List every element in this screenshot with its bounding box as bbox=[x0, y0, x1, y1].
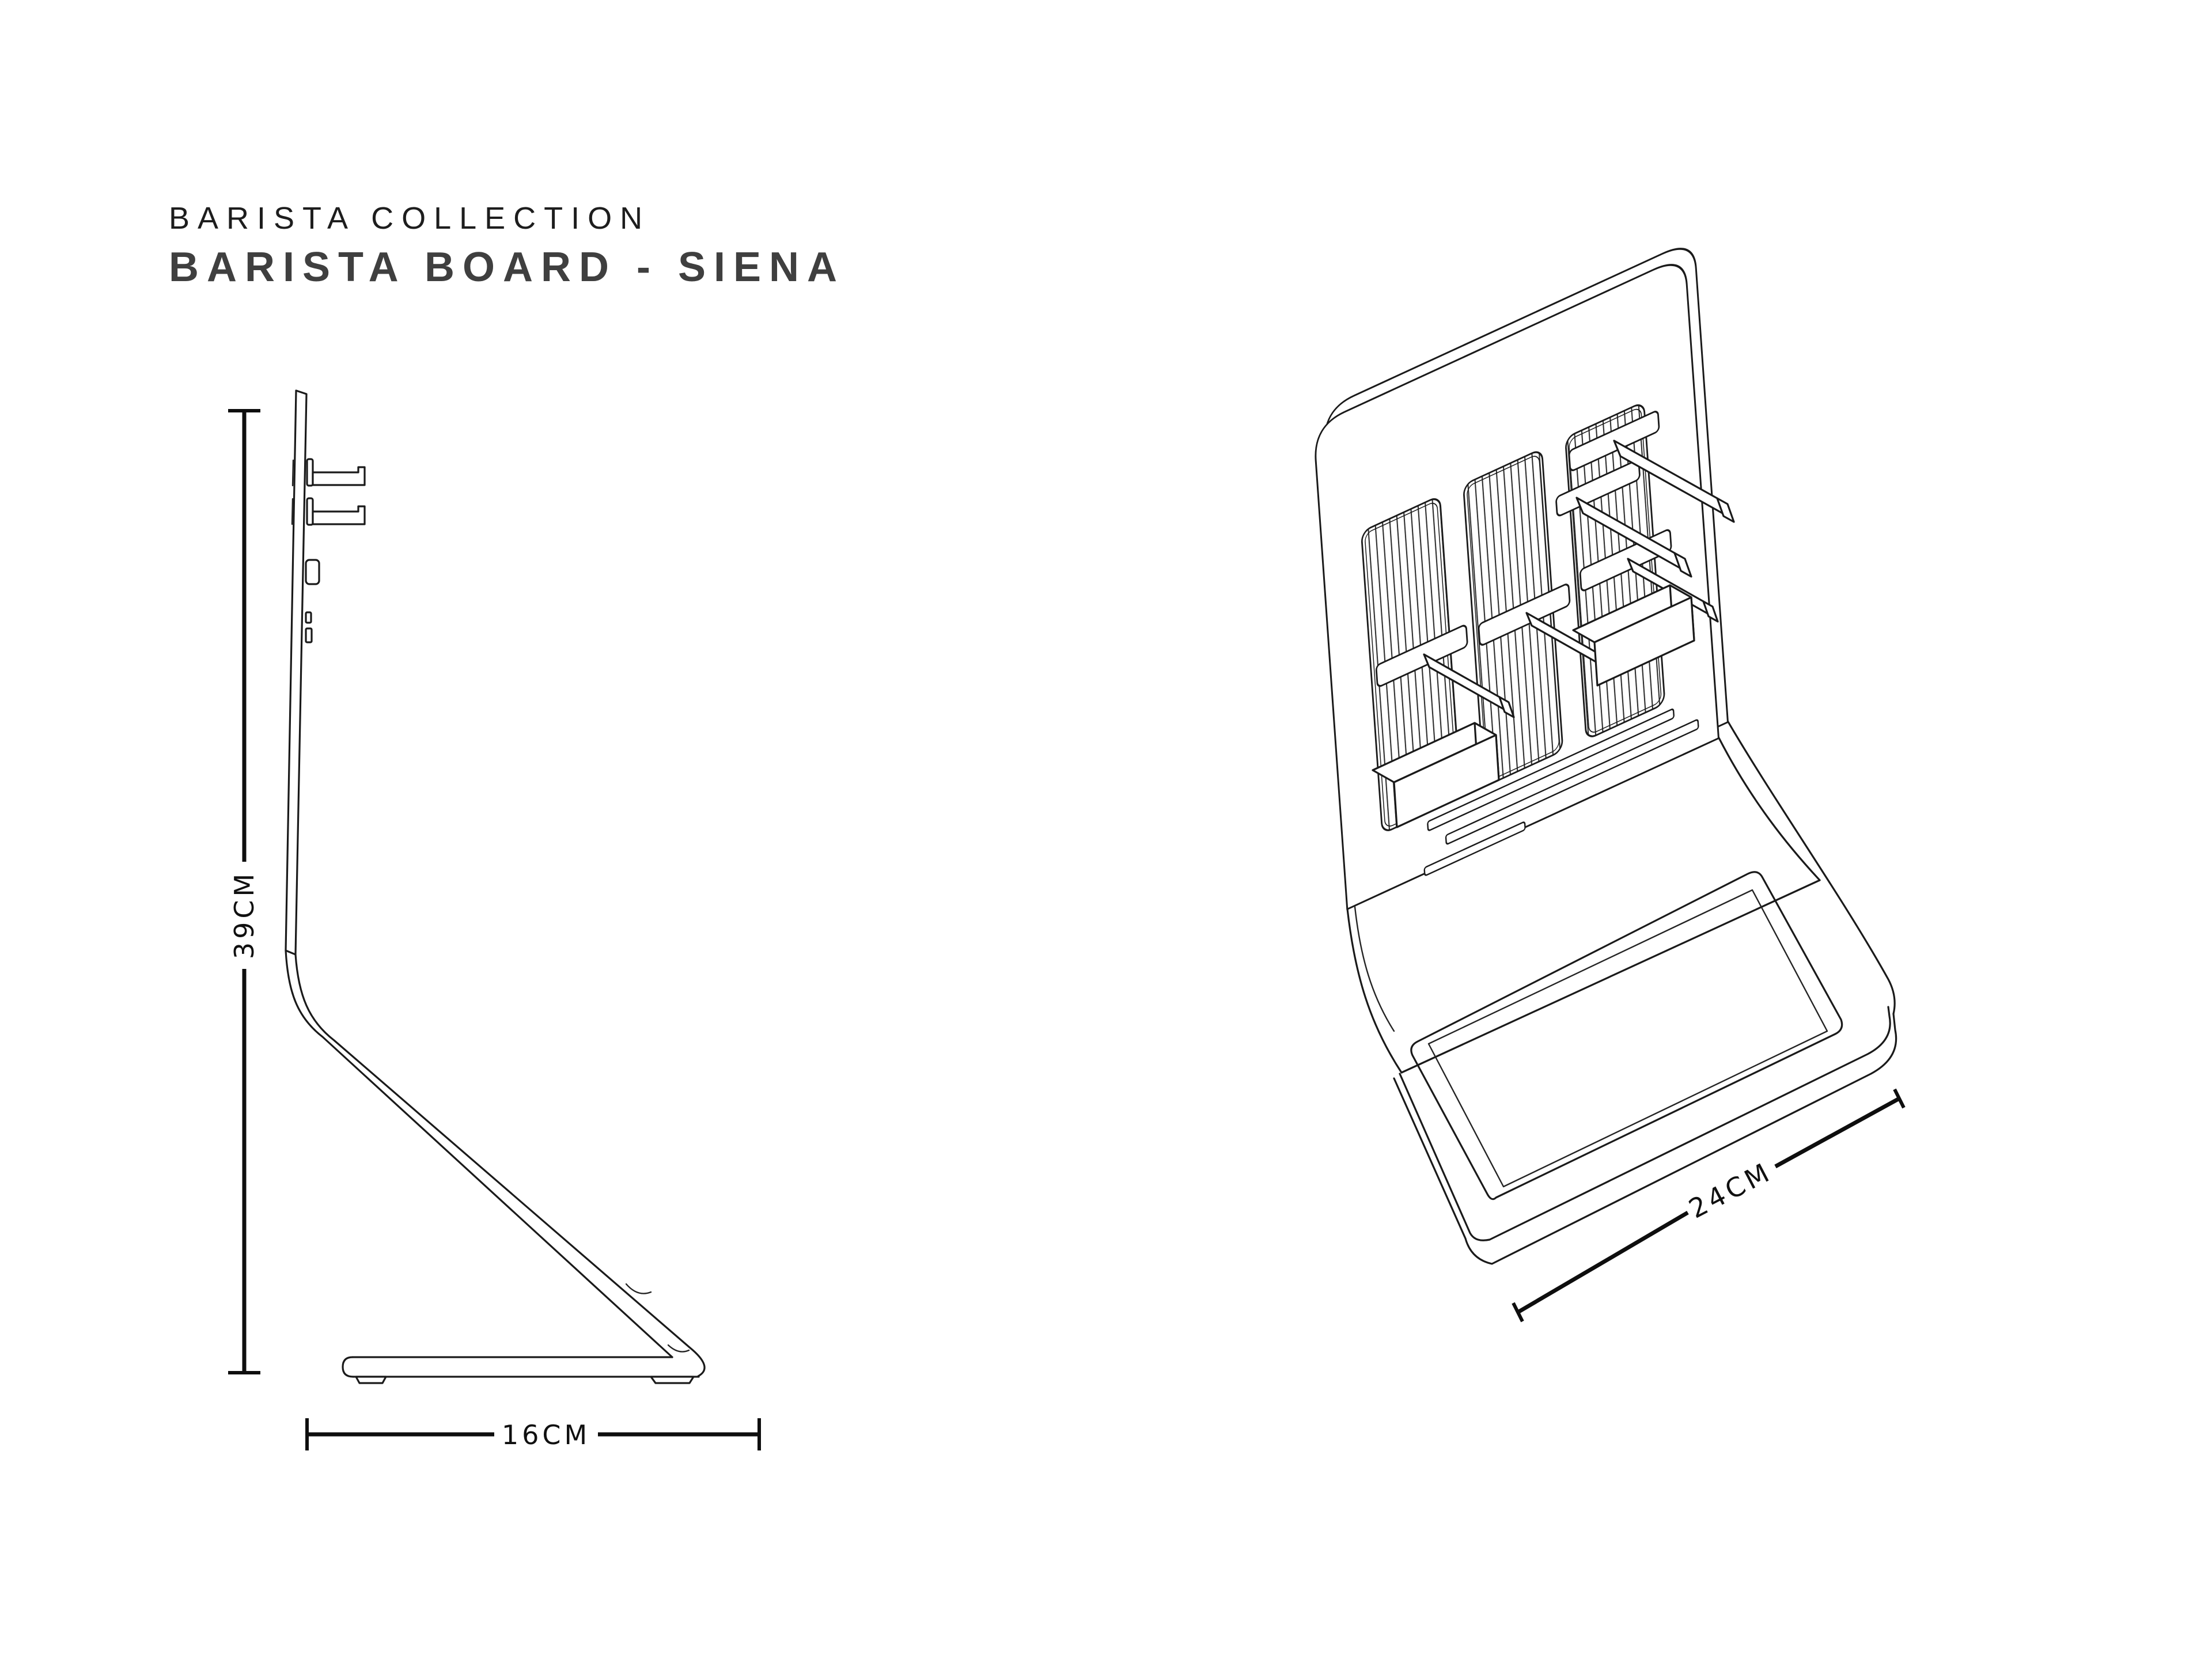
dimension-depth: 16CM bbox=[305, 1418, 761, 1450]
collection-label: BARISTA COLLECTION bbox=[169, 201, 651, 236]
bin-trays bbox=[1372, 584, 1695, 828]
product-title: BARISTA BOARD - SIENA bbox=[169, 244, 845, 290]
dim-depth-label: 16CM bbox=[502, 1419, 590, 1450]
iso-view-drawing bbox=[1315, 248, 1897, 1265]
page-title: BARISTA COLLECTION BARISTA BOARD - SIENA bbox=[169, 200, 845, 291]
side-view-drawing bbox=[285, 389, 706, 1384]
dim-height-label: 39CM bbox=[229, 870, 260, 959]
dimension-height: 39CM bbox=[228, 409, 260, 1374]
dimension-width: 24CM bbox=[1512, 1088, 1906, 1323]
dim-width-label: 24CM bbox=[1684, 1156, 1777, 1224]
